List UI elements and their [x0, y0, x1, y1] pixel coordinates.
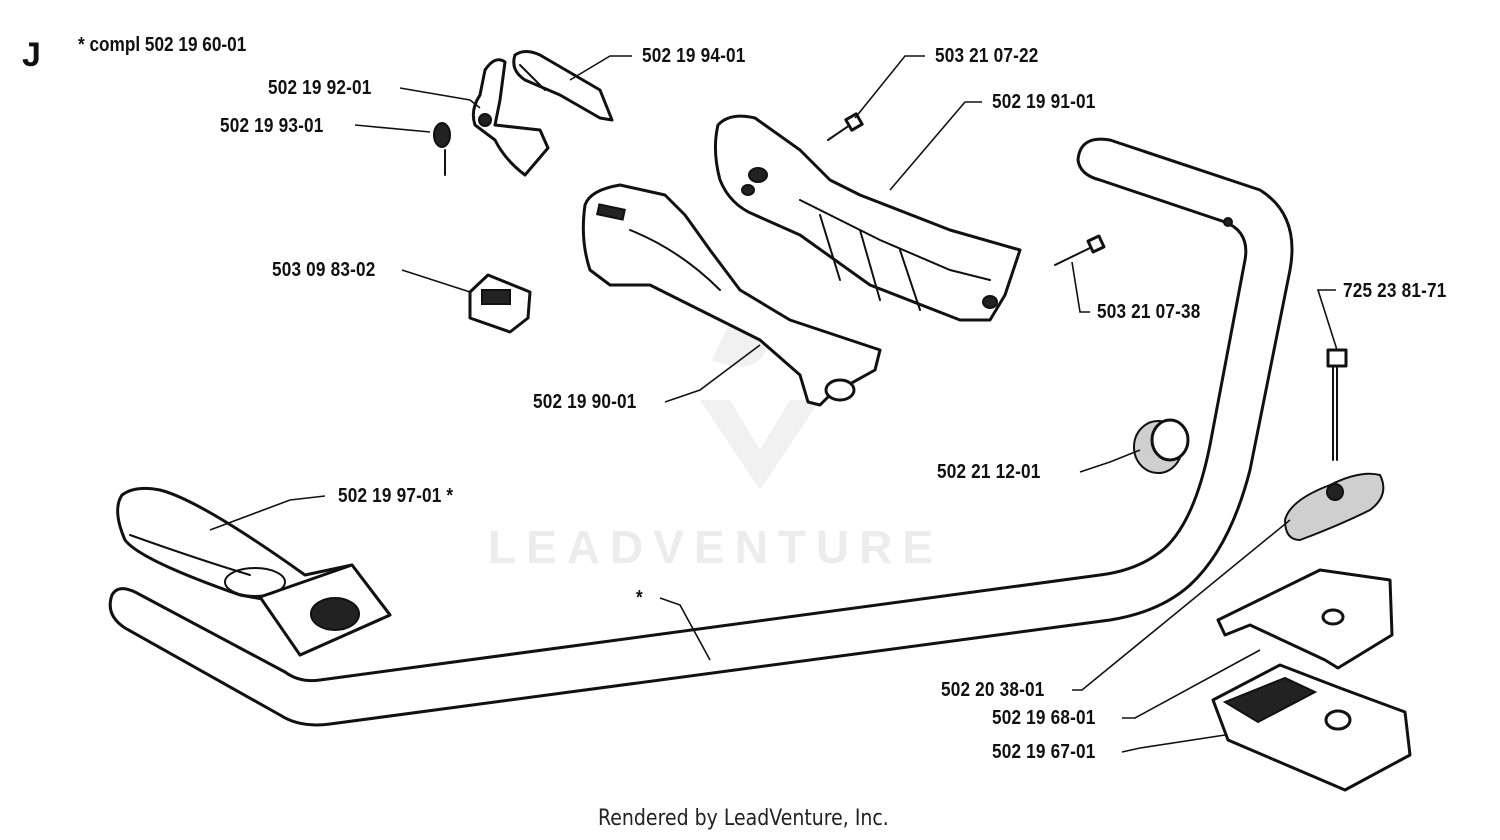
label-502-19-97-01[interactable]: 502 19 97-01 *	[338, 485, 454, 507]
screw-503-21-07-38	[1054, 234, 1106, 266]
handlebar-tube	[108, 137, 1294, 727]
label-502-19-68-01[interactable]: 502 19 68-01	[992, 707, 1096, 729]
label-502-19-94-01[interactable]: 502 19 94-01	[642, 45, 746, 67]
knob-part	[1283, 472, 1385, 542]
throttle-handle-part	[581, 183, 882, 407]
lock-lever-part	[512, 50, 614, 122]
label-502-19-67-01[interactable]: 502 19 67-01	[992, 741, 1096, 763]
clamp-upper-part	[1216, 568, 1394, 670]
section-letter: J	[22, 36, 41, 74]
grip-part	[116, 486, 392, 657]
label-handlebar[interactable]: *	[636, 587, 643, 609]
label-502-19-90-01[interactable]: 502 19 90-01	[533, 391, 637, 413]
watermark: LEADVENTURE	[488, 521, 944, 573]
label-502-19-93-01[interactable]: 502 19 93-01	[220, 115, 324, 137]
footer-credit: Rendered by LeadVenture, Inc.	[598, 806, 889, 831]
label-503-09-83-02[interactable]: 503 09 83-02	[272, 259, 376, 281]
spring-part	[433, 122, 451, 176]
label-725-23-81-71[interactable]: 725 23 81-71	[1343, 280, 1447, 302]
label-502-19-92-01[interactable]: 502 19 92-01	[268, 77, 372, 99]
label-503-21-07-22[interactable]: 503 21 07-22	[935, 45, 1039, 67]
stop-switch-part	[468, 273, 532, 334]
bolt-part	[1326, 348, 1348, 461]
label-502-20-38-01[interactable]: 502 20 38-01	[941, 679, 1045, 701]
handlebar-hole	[1223, 217, 1233, 227]
label-502-21-12-01[interactable]: 502 21 12-01	[937, 461, 1041, 483]
throttle-lever-part	[471, 58, 550, 177]
kit-note: * compl 502 19 60-01	[78, 34, 247, 56]
label-503-21-07-38[interactable]: 503 21 07-38	[1097, 301, 1201, 323]
grommet-part	[1133, 418, 1190, 474]
handle-half-part	[713, 114, 1022, 322]
label-502-19-91-01[interactable]: 502 19 91-01	[992, 91, 1096, 113]
screw-503-21-07-22	[827, 112, 864, 141]
clamp-lower-part	[1211, 663, 1412, 792]
leader-lines	[209, 55, 1338, 753]
